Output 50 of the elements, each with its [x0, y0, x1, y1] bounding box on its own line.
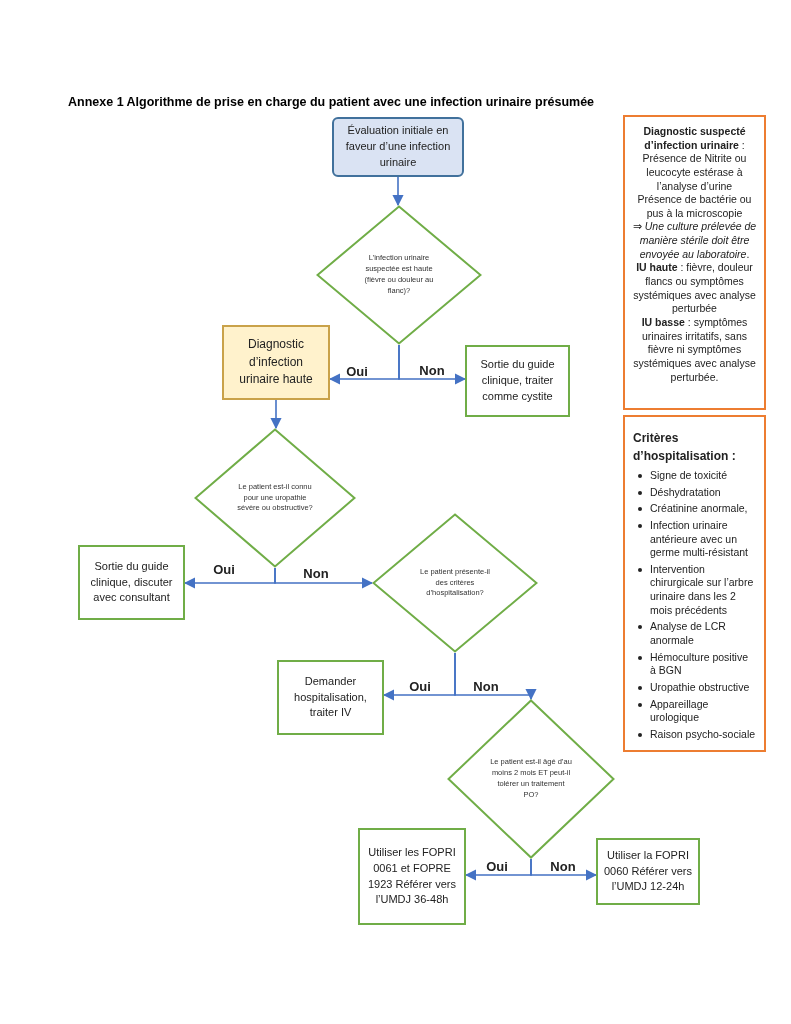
decision-diamond: [372, 513, 538, 653]
process-box: [277, 660, 384, 735]
edge-label: Oui: [407, 679, 433, 693]
list-item: Créatinine anormale,: [650, 502, 748, 516]
arrow: [454, 652, 537, 701]
decision-diamond: [316, 205, 482, 345]
edge-label: Non: [301, 566, 331, 580]
list-item: Hémoculture positive à BGN: [650, 650, 750, 678]
panel-text: Diagnostic suspecté d’infection urinaire :: [642, 125, 747, 153]
edge-label: Non: [548, 859, 578, 873]
panel-text: Présence de bactérie ou pus à la microscopie: [636, 193, 753, 221]
panel-text: ⇒ Une culture prélevée de manière stérile doit être envoyée au laboratoire.: [631, 220, 758, 262]
panel-text: IU basse : symptômes urinaires irritatifs, sans fièvre ni symptômes systémiques avec analyse perturbée.: [632, 315, 757, 385]
info-panel: [623, 115, 766, 410]
box-text: Utiliser la FOPRI 0060 Référer vers l’UMDJ 12-24h: [602, 847, 693, 895]
edge-label: Non: [417, 363, 447, 377]
arrow: [530, 858, 598, 881]
edge-label: Oui: [344, 364, 370, 378]
box-text: Utiliser les FOPRI 0061 et FOPRE 1923 Référer vers l’UMDJ 36-48h: [366, 844, 457, 908]
list-item: Analyse de LCR anormale: [650, 620, 727, 648]
edge-label: Non: [471, 679, 501, 693]
list-item: Déshydratation: [650, 485, 721, 500]
title: Annexe 1 Algorithme de prise en charge du patient avec une infection urinaire présumée: [68, 94, 595, 111]
edge-label: Oui: [211, 562, 237, 576]
arrow: [392, 176, 404, 207]
box-text: Demander hospitalisation, traiter IV: [293, 673, 368, 721]
panel-text: IU haute : fièvre, douleur flancs ou symptômes systémiques avec analyse perturbée: [632, 261, 757, 316]
box-text: Sortie du guide clinique, traiter comme cystite: [479, 357, 556, 404]
start-box: [332, 117, 464, 177]
arrow: [270, 399, 282, 430]
box-text: Sortie du guide clinique, discuter avec consultant: [89, 558, 174, 606]
process-box: [465, 345, 570, 417]
box-text: Évaluation initiale en faveur d’une infection urinaire: [344, 123, 452, 170]
list-item: Infection urinaire antérieure avec un germe multi-résistant: [650, 518, 750, 560]
edge-label: Oui: [484, 859, 510, 873]
process-box: [596, 838, 700, 905]
arrow: [274, 567, 374, 589]
process-box: [222, 325, 330, 400]
arrow: [398, 344, 467, 385]
criteria-panel: [623, 415, 766, 752]
process-box: [78, 545, 185, 620]
panel-text: Présence de Nitrite ou leucocyte estérase à l’analyse d’urine: [641, 152, 748, 194]
list-item: Raison psycho-sociale: [650, 727, 756, 742]
process-box: [358, 828, 466, 925]
list-item: Signe de toxicité: [650, 469, 728, 483]
box-text: Diagnostic d’infection urinaire haute: [238, 336, 314, 389]
list-item: Uropathie obstructive: [650, 680, 750, 695]
panel-heading: Critères d’hospitalisation :: [633, 430, 737, 465]
list-item: Intervention chirurgicale sur l’arbre urinaire dans les 2 mois précédents: [650, 562, 755, 618]
list-item: Appareillage urologique: [650, 697, 710, 725]
